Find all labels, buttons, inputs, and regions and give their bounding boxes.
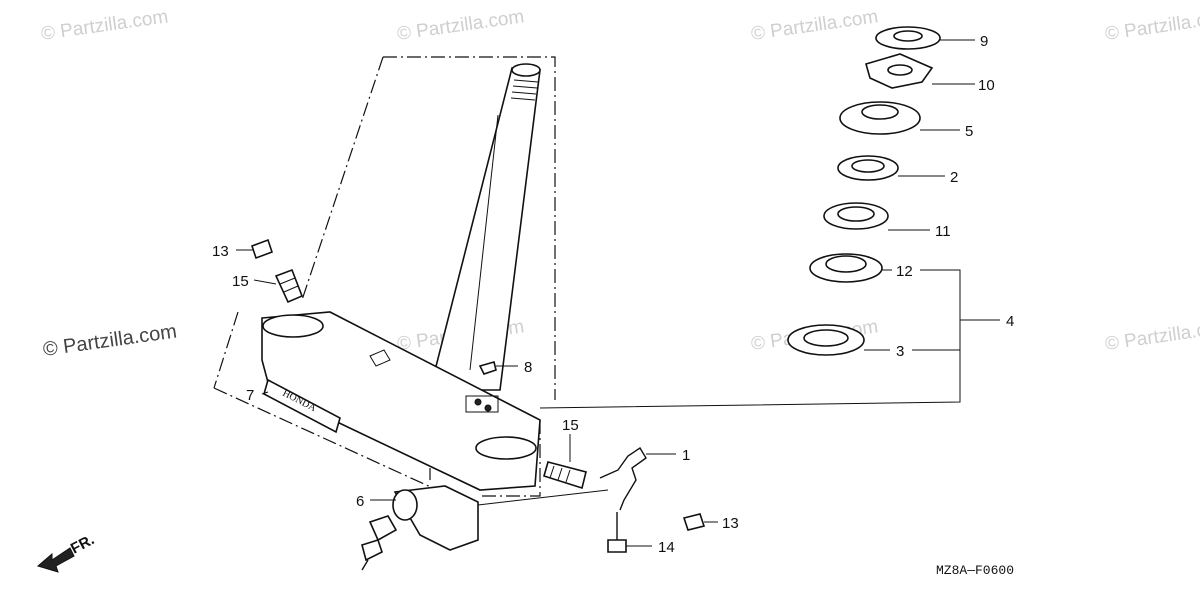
bolt-14: [607, 512, 627, 553]
callout-14: 14: [658, 539, 675, 556]
callouts: 9 10 5 2 11 12 3 4 13 15 8 7 15 1 6 13 1…: [212, 33, 1014, 556]
callout-15-upper: 15: [232, 273, 249, 290]
bolt-15-lower: [543, 461, 587, 490]
callout-5: 5: [965, 123, 973, 140]
callout-12: 12: [896, 263, 913, 280]
watermark-7: © Partzilla.com: [1104, 316, 1200, 355]
arrow-left-icon: [36, 547, 75, 573]
fork-bridge: [261, 311, 541, 491]
watermark-2: © Partzilla.com: [396, 6, 526, 45]
callout-7: 7: [246, 387, 254, 404]
wire-clip: [599, 447, 647, 511]
lock-nut-9: [875, 26, 941, 50]
watermark-1: © Partzilla.com: [40, 6, 170, 45]
callout-9: 9: [980, 33, 988, 50]
bearing-stack: [787, 26, 941, 356]
race-3: [787, 324, 865, 356]
callout-13-lower: 13: [722, 515, 739, 532]
steering-stem: [428, 63, 541, 391]
callout-15-lower: 15: [562, 417, 579, 434]
dust-seal-2: [837, 155, 899, 181]
watermark-4: © Partzilla.com: [1104, 6, 1200, 45]
callout-8: 8: [524, 359, 532, 376]
callout-3: 3: [896, 343, 904, 360]
screw-8: [478, 361, 497, 375]
cap-13-upper: [250, 238, 274, 260]
lock-washer-10: [865, 53, 934, 89]
front-direction-indicator: FR.: [36, 531, 97, 573]
leader-lines: [236, 39, 1000, 547]
callout-13-upper: 13: [212, 243, 229, 260]
ignition-switch: [361, 485, 479, 571]
watermarks: © Partzilla.com © Partzilla.com © Partzi…: [40, 6, 1200, 361]
callout-1: 1: [682, 447, 690, 464]
watermark-3: © Partzilla.com: [750, 6, 880, 45]
cap-13-lower: [682, 513, 706, 531]
callout-6: 6: [356, 493, 364, 510]
callout-2: 2: [950, 169, 958, 186]
bearing-11: [823, 202, 889, 230]
callout-10: 10: [978, 77, 995, 94]
bolt-15-upper: [274, 268, 304, 304]
callout-11: 11: [935, 223, 951, 240]
watermark-main: © Partzilla.com: [42, 320, 179, 361]
callout-4: 4: [1006, 313, 1014, 330]
diagram-code: MZ8A—F0600: [936, 563, 1014, 578]
bearing-12: [809, 253, 883, 283]
adjusting-nut-5: [839, 101, 921, 135]
